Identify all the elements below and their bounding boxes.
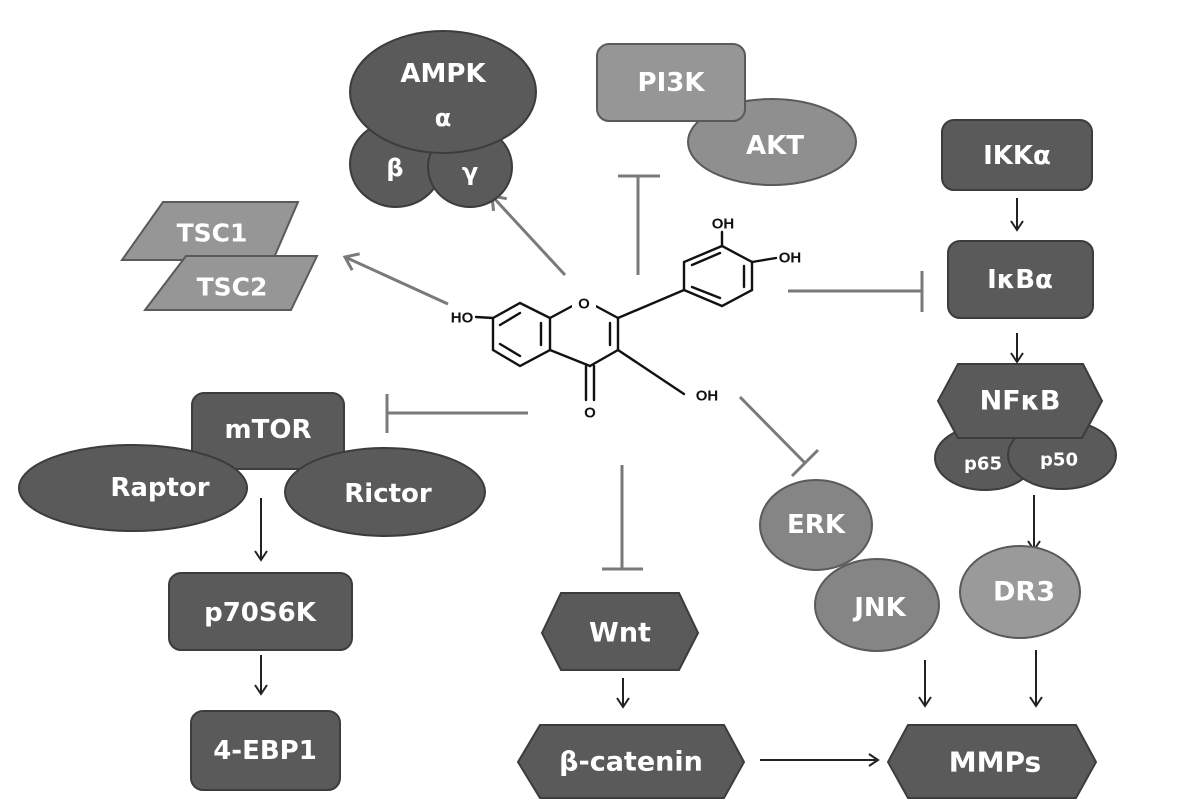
ampk-gamma-label: γ (462, 158, 478, 186)
wnt-node[interactable]: Wnt (540, 592, 700, 671)
nfkb-node[interactable] (936, 363, 1104, 439)
ikba-node[interactable]: IκBα (947, 240, 1094, 319)
erk-label: ERK (787, 510, 846, 540)
ring-oxygen-label: O (578, 296, 590, 313)
inhibit-pi3k (618, 174, 660, 275)
mtor-complex[interactable]: mTOR Raptor Rictor (18, 392, 486, 537)
wnt-label: Wnt (589, 618, 651, 649)
carbonyl-oxygen-label: O (584, 405, 596, 422)
ikka-label: IKKα (983, 141, 1051, 171)
jnk-label: JNK (852, 593, 906, 623)
inhibit-ikba (788, 271, 924, 312)
pi3k-node[interactable] (596, 43, 746, 122)
oh4p-label: OH (779, 250, 802, 267)
ebp1-node[interactable]: 4-EBP1 (190, 710, 341, 791)
dr3-label: DR3 (993, 577, 1055, 608)
raptor-label: Raptor (110, 473, 209, 503)
mtor-label: mTOR (225, 415, 312, 445)
mmps-node[interactable]: MMPs (886, 724, 1098, 799)
ho7-label: HO (451, 310, 474, 327)
ebp1-label: 4-EBP1 (213, 736, 317, 766)
akt-label: AKT (746, 131, 804, 161)
tsc2-node[interactable] (142, 255, 319, 311)
oh3p-label: OH (712, 216, 735, 233)
ikba-label: IκBα (987, 265, 1053, 295)
inhibit-mtor (385, 394, 528, 433)
ikka-node[interactable]: IKKα (941, 119, 1093, 191)
ring-oxygen-mask (572, 292, 596, 316)
ampk-alpha-subunit[interactable] (349, 30, 537, 154)
ampk-alpha-label: α (435, 104, 452, 132)
rictor-label: Rictor (344, 479, 432, 509)
nfkb-label: NFκB (980, 386, 1061, 417)
dr3-node[interactable]: DR3 (959, 545, 1081, 639)
compound-structure[interactable] (474, 230, 778, 402)
erk-jnk-complex[interactable]: ERK JNK (759, 479, 940, 652)
p65-label: p65 (964, 454, 1002, 475)
tsc-complex[interactable]: TSC1 TSC2 (120, 201, 319, 311)
pi3k-akt-complex[interactable]: PI3K AKT (596, 43, 857, 186)
nfkb-complex[interactable]: NFκB p65 p50 (934, 363, 1117, 491)
p70s6k-node[interactable]: p70S6K (168, 572, 353, 651)
erk-node[interactable] (759, 479, 873, 571)
ampk-label: AMPK (400, 59, 486, 89)
tsc2-label: TSC2 (197, 273, 268, 302)
p70s6k-label: p70S6K (204, 598, 317, 628)
jnk-node[interactable] (814, 558, 940, 652)
rictor-node[interactable] (284, 447, 486, 537)
mtor-node[interactable] (191, 392, 345, 470)
tsc1-label: TSC1 (177, 219, 248, 248)
edge-to-tsc (342, 252, 449, 306)
bcatenin-node[interactable]: β-catenin (516, 724, 746, 799)
raptor-node[interactable] (18, 444, 248, 532)
inhibit-wnt (602, 465, 643, 571)
ampk-complex[interactable]: AMPK α β γ (349, 30, 537, 208)
mmps-label: MMPs (949, 746, 1041, 779)
inhibit-erk (738, 395, 820, 478)
p50-label: p50 (1040, 450, 1078, 471)
edge-to-ampk (490, 194, 567, 277)
ampk-beta-label: β (386, 154, 403, 182)
oh3-label: OH (696, 388, 719, 405)
bcatenin-label: β-catenin (559, 747, 703, 778)
pi3k-label: PI3K (638, 68, 706, 98)
